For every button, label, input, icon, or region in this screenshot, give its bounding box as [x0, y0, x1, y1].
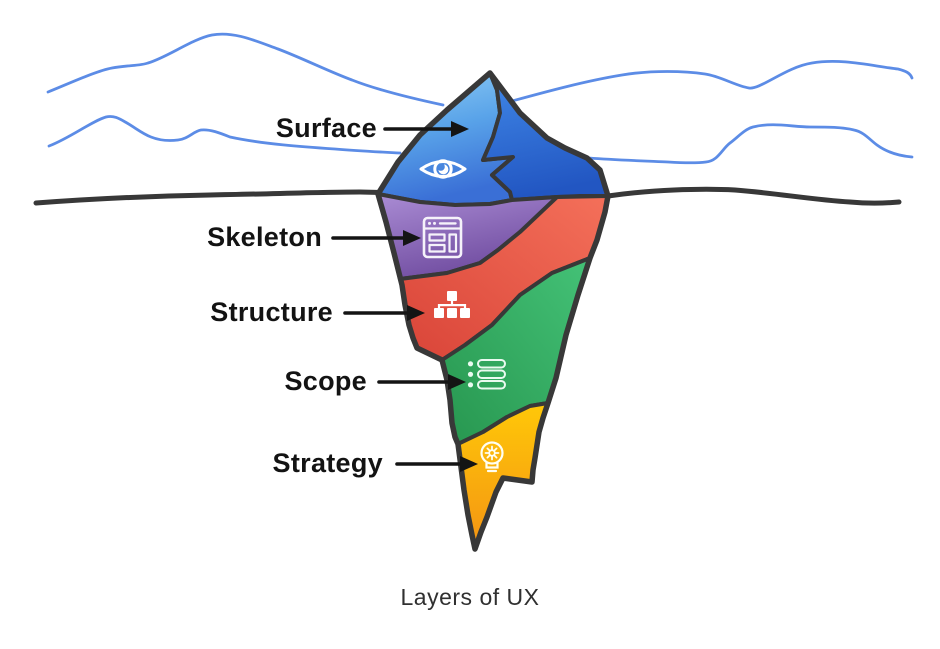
diagram-caption: Layers of UX [400, 584, 540, 610]
wave-lines [46, 32, 914, 165]
browser-wireframe-icon [422, 216, 463, 259]
checklist-icon [467, 359, 506, 390]
iceberg-outline [375, 70, 611, 552]
scope-label: Scope [284, 366, 367, 396]
upper-wave-right [510, 60, 914, 103]
eye-icon [419, 159, 467, 179]
lower-wave-right [587, 123, 914, 165]
label-arrows [331, 121, 478, 472]
lightbulb-gear-icon [480, 441, 504, 473]
strategy-label: Strategy [272, 448, 383, 478]
lower-wave-left [47, 115, 402, 155]
skeleton-label: Skeleton [207, 222, 322, 252]
structure-label: Structure [210, 297, 333, 327]
upper-wave-left [46, 32, 445, 107]
sitemap-icon [434, 291, 470, 318]
surface-label: Surface [275, 113, 377, 143]
